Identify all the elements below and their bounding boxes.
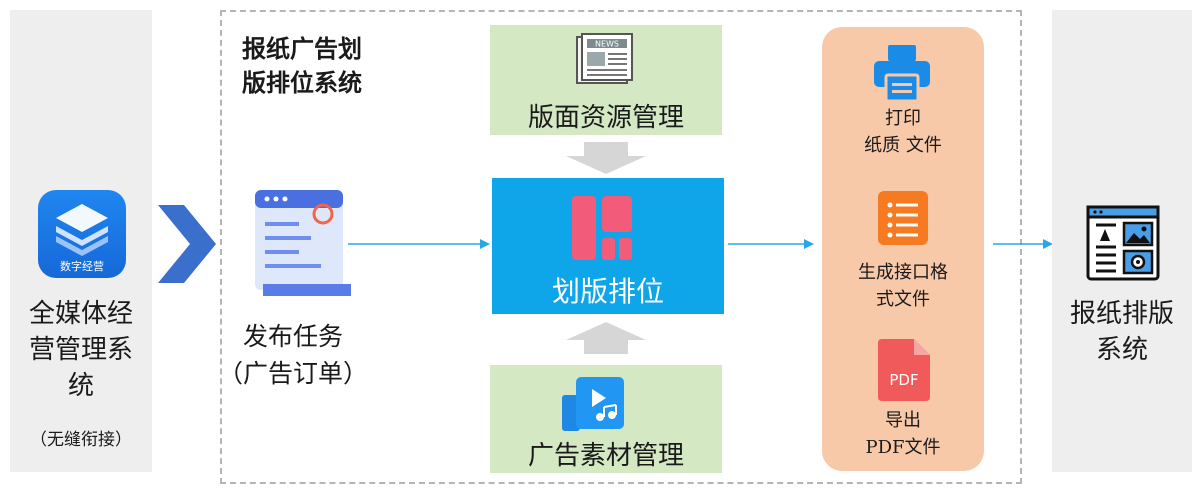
list-document-icon <box>878 191 928 245</box>
flow-arrow-task-to-layout <box>348 239 490 249</box>
chevron-right-icon <box>158 205 216 283</box>
print-paper-file-label: 打印 纸质 文件 <box>864 108 942 156</box>
digital-operation-app-icon <box>38 190 126 278</box>
newspaper-layout-system-title: 报纸排版 系统 <box>1069 299 1174 365</box>
flow-arrow-outputs-to-newspaper-system <box>993 239 1053 249</box>
ad-layout-system-boundary <box>220 10 1022 484</box>
publish-task-label: 发布任务 （广告订单） <box>218 322 369 388</box>
ad-layout-system-title: 报纸广告划 版排位系统 <box>242 34 362 97</box>
ad-material-management-box: 广告素材管理 <box>490 365 722 473</box>
layout-grid-icon <box>572 196 632 260</box>
layout-resource-management-label: 版面资源管理 <box>527 103 684 133</box>
newspaper-layout-icon <box>1086 205 1160 281</box>
printer-icon <box>874 45 930 103</box>
source-system-title: 全媒体经 营管理系 统 <box>28 299 133 401</box>
pdf-file-icon: PDF <box>878 339 930 401</box>
generate-interface-file-label: 生成接口格 式文件 <box>858 262 948 310</box>
outputs-panel: 打印 纸质 文件 生成接口格 式文件 PDF 导出 PDF文件 <box>822 27 984 471</box>
media-material-icon <box>562 377 624 431</box>
document-task-icon <box>255 190 351 296</box>
svg-text:NEWS: NEWS <box>595 40 619 49</box>
layout-positioning-label: 划版排位 <box>551 275 664 308</box>
export-pdf-file-label: 导出 PDF文件 <box>865 410 941 458</box>
layout-resource-management-box: NEWS 版面资源管理 <box>490 25 722 135</box>
svg-text:PDF: PDF <box>889 371 918 389</box>
arrow-up-icon <box>566 322 646 354</box>
layout-positioning-box: 划版排位 <box>492 178 724 314</box>
arrow-down-icon <box>566 142 646 174</box>
ad-material-management-label: 广告素材管理 <box>527 441 684 471</box>
app-icon-label: 数字经营 <box>60 260 104 273</box>
newspaper-icon: NEWS <box>576 33 633 84</box>
flow-arrow-layout-to-outputs <box>728 239 814 249</box>
seamless-connection-note: （无缝衔接） <box>30 430 132 450</box>
layers-icon <box>56 204 108 256</box>
